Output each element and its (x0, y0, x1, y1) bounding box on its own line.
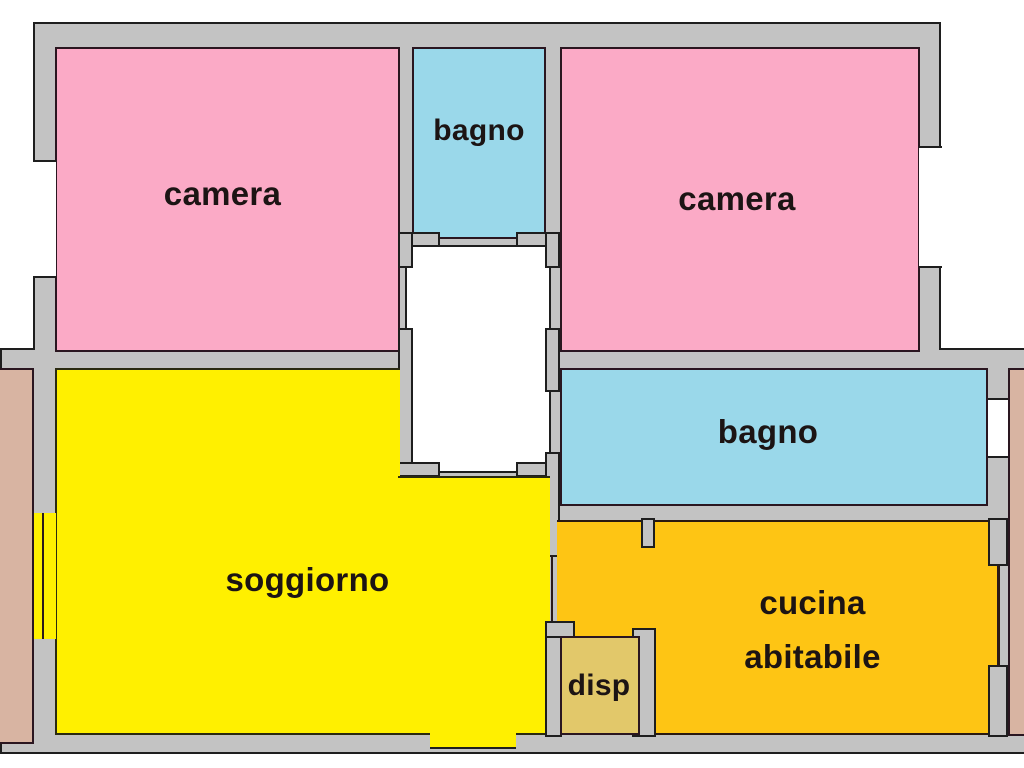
opening-soggiorno-cucina-line (551, 555, 553, 623)
room-label: camera (678, 180, 796, 218)
soggiorno-label-wrap: soggiorno (55, 540, 500, 620)
room-label: bagno (717, 412, 819, 450)
wall-stub-hall-ml (398, 328, 413, 478)
balcony-right (1008, 368, 1024, 736)
room-label: disp (567, 668, 631, 702)
soggiorno-fill-2 (398, 478, 548, 733)
wall-stub-cucina-top (641, 518, 655, 548)
room-label: cucina abitabile (744, 576, 881, 684)
wall-stub-cucina-right (988, 518, 1008, 566)
wall-stub-hall-tl-v (398, 232, 413, 268)
room-label: soggiorno (225, 560, 390, 598)
window-right-bagno (988, 398, 1008, 458)
wall-stub-hall-tr-v (545, 232, 560, 268)
room-bagno-top: bagno (412, 47, 546, 239)
window-right-camera (919, 146, 942, 268)
wall-stub-hall-bl (398, 462, 440, 477)
room-label-line-1: cucina (759, 584, 866, 621)
window-left-camera (33, 160, 56, 278)
entrance-opening (430, 733, 516, 749)
room-camera-left: camera (55, 47, 400, 352)
balcony-left (0, 368, 34, 744)
room-label-line-2: abitabile (744, 638, 881, 675)
room-label: bagno (433, 113, 525, 147)
soggiorno-fill (57, 370, 398, 733)
room-bagno-right: bagno (560, 368, 988, 506)
opening-line (42, 513, 44, 639)
wall-stub-cucina-right-low (988, 665, 1008, 737)
room-disp: disp (560, 636, 640, 735)
hallway (405, 245, 551, 473)
room-camera-right: camera (560, 47, 920, 352)
opening-soggiorno-balcony (34, 513, 56, 639)
room-label: camera (163, 175, 282, 213)
cucina-label-wrap: cucina abitabile (655, 575, 970, 685)
opening-cucina-balcony-line (997, 565, 999, 666)
wall-stub-hall-mr (545, 328, 560, 392)
